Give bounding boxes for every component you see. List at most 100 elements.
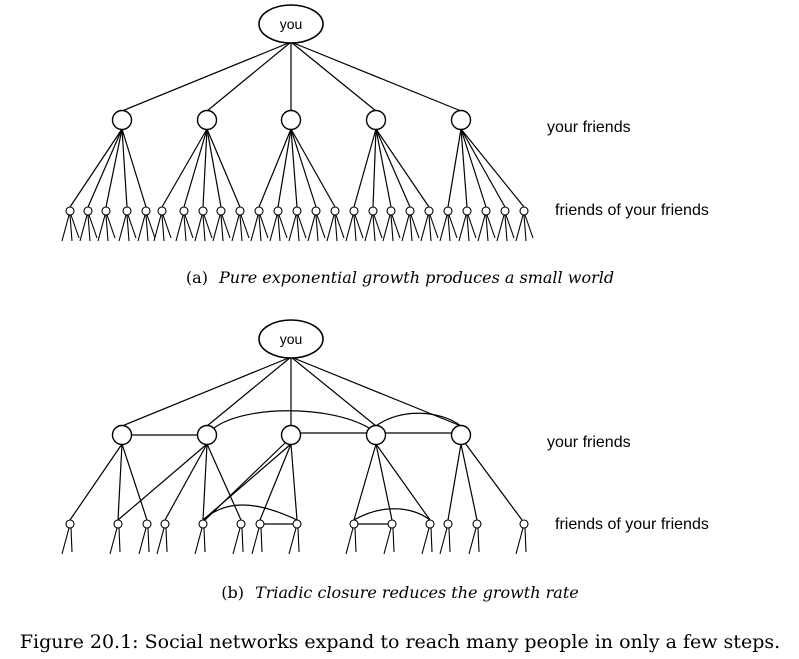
panel-b-stub-1-right — [70, 527, 73, 553]
panel-b-fof-node-2 — [113, 519, 123, 529]
panel-a-stub-2-3-mid — [202, 214, 206, 242]
panel-b-stub-13-left — [468, 527, 477, 555]
panel-a-edge-you-friend-1 — [121, 41, 292, 112]
panel-b-friend-node-5 — [450, 424, 472, 446]
panel-a-edge-friend-4-fof-1 — [353, 128, 377, 208]
panel-a-edge-friend-1-fof-1 — [69, 128, 123, 208]
panel-b-fof-node-13 — [472, 519, 482, 529]
panel-b-triadic-closure: you your friends friends of your friends… — [61, 319, 709, 602]
panel-a-stub-1-2-right — [88, 214, 98, 239]
panel-b-stub-12-right — [448, 527, 451, 553]
panel-a-edge-friend-4-fof-3 — [375, 128, 392, 208]
panel-a-stub-1-2-left — [79, 214, 88, 242]
panel-a-you-node — [258, 4, 324, 44]
panel-a-caption-text: Pure exponential growth produces a small… — [218, 268, 614, 287]
panel-a-stub-1-1-mid — [69, 214, 73, 242]
panel-b-edge-friend-5-fof-13 — [460, 443, 478, 521]
panel-b-stub-11-right — [430, 527, 433, 553]
panel-b-edge-friend-2-fof-6 — [206, 443, 242, 521]
panel-a-stub-1-3-left — [97, 214, 106, 242]
panel-a-fof-node-5-1 — [443, 206, 453, 216]
panel-b-arc-fof9-fof11 — [353, 508, 431, 521]
panel-a-edge-friend-3-fof-4 — [290, 128, 317, 208]
panel-b-edge-friend-2-fof-5 — [202, 443, 208, 521]
panel-b-edge-friend-5-fof-12 — [447, 443, 462, 521]
panel-b-arc-fof5-fof8 — [202, 504, 298, 521]
panel-a-fof-node-4-4 — [405, 206, 415, 216]
panel-a-friend-node-5 — [450, 109, 472, 131]
panel-a-edge-friend-5-fof-5 — [460, 128, 525, 208]
panel-a-fof-node-1-5 — [141, 206, 151, 216]
panel-b-edge-friend-1-fof-1 — [69, 443, 123, 521]
panel-b-fof-node-7 — [255, 519, 265, 529]
panel-a-stub-1-3-mid — [105, 214, 109, 242]
panel-a-fof-node-1-1 — [65, 206, 75, 216]
panel-a-stub-3-4-mid — [315, 214, 319, 242]
panel-b-stub-4-left — [156, 527, 165, 555]
panel-a-caption-prefix: (a) — [186, 268, 208, 287]
panel-a-nodes — [65, 109, 529, 216]
panel-a-fof-node-4-5 — [424, 206, 434, 216]
panel-a-edge-you-friend-4 — [290, 41, 377, 112]
panel-a-stub-4-5-left — [420, 214, 429, 242]
panel-a-stub-4-2-left — [364, 214, 373, 242]
panel-b-edge-friend-1-fof-2 — [117, 443, 123, 521]
panel-b-fof-node-10 — [387, 519, 397, 529]
panel-b-caption-prefix: (b) — [221, 583, 244, 602]
panel-a-stub-5-1-left — [439, 214, 448, 242]
panel-b-fof-node-9 — [349, 519, 359, 529]
panel-a-edge-friend-1-fof-5 — [121, 128, 147, 208]
panel-a-fof-node-1-3 — [101, 206, 111, 216]
panel-a-stub-2-1-left — [153, 214, 162, 242]
panel-a-stub-5-5-mid — [523, 214, 527, 242]
panel-b-fof-node-8 — [292, 519, 302, 529]
panel-b-stub-8-left — [288, 527, 297, 555]
panel-b-friend-node-2 — [196, 424, 218, 446]
panel-a-fof-node-3-2 — [273, 206, 283, 216]
panel-a-stub-2-1-mid — [161, 214, 165, 242]
panel-a-stub-5-4-right — [505, 214, 515, 239]
panel-b-arc-friend2-friend4 — [213, 410, 370, 429]
panel-a-fof-node-2-1 — [157, 206, 167, 216]
panel-a-edge-friend-2-fof-3 — [202, 128, 208, 208]
panel-b-arc-friend4-friend5 — [375, 412, 462, 427]
panel-a-edge-you-friend-2 — [206, 41, 292, 112]
panel-b-you-node — [258, 319, 324, 359]
panel-a-edge-friend-1-fof-3 — [105, 128, 123, 208]
panel-a-stub-2-2-mid — [183, 214, 187, 242]
panel-b-stub-4-right — [165, 527, 168, 553]
panel-a-stub-3-1-left — [250, 214, 259, 242]
panel-a-fof-node-4-3 — [386, 206, 396, 216]
panel-b-stub-14-left — [515, 527, 524, 555]
panel-a-friend-node-2 — [196, 109, 218, 131]
panel-a-stub-2-3-right — [203, 214, 213, 239]
panel-a-stub-5-1-right — [448, 214, 458, 239]
panel-b-fof-node-14 — [519, 519, 529, 529]
panel-a-stub-2-1-right — [162, 214, 172, 239]
panel-a-fof-node-2-4 — [216, 206, 226, 216]
panel-b-fof-node-5 — [198, 519, 208, 529]
panel-a-stub-4-4-left — [401, 214, 410, 242]
panel-a-stub-2-3-left — [194, 214, 203, 242]
panel-a-fof-node-1-2 — [83, 206, 93, 216]
panel-a-stub-4-4-mid — [409, 214, 413, 242]
panel-a-stub-4-3-left — [382, 214, 391, 242]
panel-a-stub-1-5-mid — [145, 214, 149, 242]
panel-a-fof-node-4-1 — [349, 206, 359, 216]
panel-b-edge-friend-2-fof-2 — [117, 443, 208, 521]
panel-a-fof-node-5-5 — [519, 206, 529, 216]
panel-b-friend-node-4 — [365, 424, 387, 446]
panel-b-stub-2-left — [109, 527, 118, 555]
panel-a-stub-1-4-mid — [126, 214, 130, 242]
panel-a-fof-node-2-5 — [235, 206, 245, 216]
panel-b-stub-7-right — [260, 527, 263, 553]
panel-b-you-label: you — [280, 331, 303, 347]
panel-a-stub-5-2-mid — [466, 214, 470, 242]
panel-a-friend-node-3 — [280, 109, 302, 131]
panel-a-stub-1-1-left — [61, 214, 70, 242]
panel-a-fof-node-3-1 — [254, 206, 264, 216]
panel-a-stub-3-2-left — [269, 214, 278, 242]
panel-b-edge-friend-3-fof-8 — [290, 443, 298, 521]
panel-a-edge-friend-2-fof-4 — [206, 128, 222, 208]
panel-a-stub-5-4-mid — [504, 214, 508, 242]
